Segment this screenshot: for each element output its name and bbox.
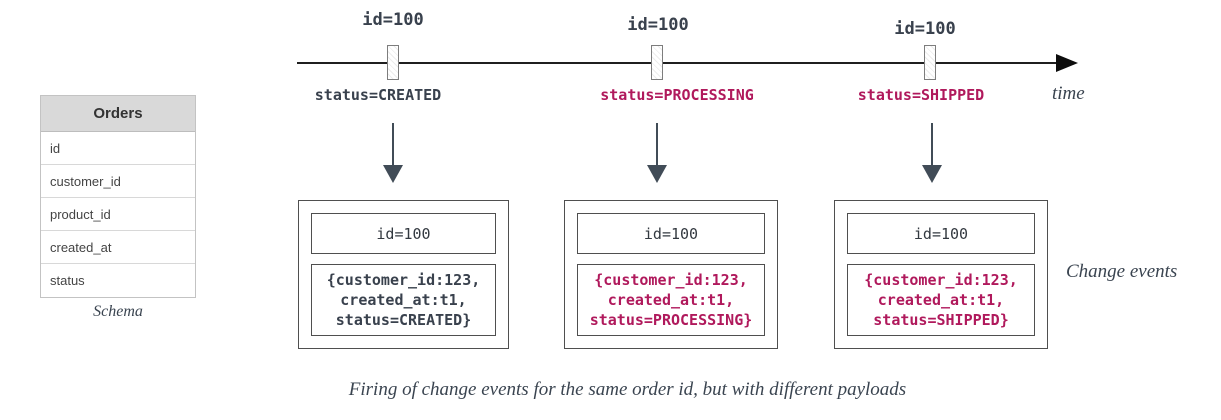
payload-line: {customer_id:123,: [326, 271, 481, 289]
down-arrow-icon-3: [922, 123, 942, 183]
change-event-card-3: id=100 {customer_id:123, created_at:t1, …: [834, 200, 1048, 349]
event-payload: {customer_id:123, created_at:t1, status=…: [311, 264, 496, 336]
table-title: Orders: [41, 96, 195, 132]
diagram-caption: Firing of change events for the same ord…: [348, 379, 907, 400]
event-payload: {customer_id:123, created_at:t1, status=…: [847, 264, 1035, 336]
table-row-product-id: product_id: [41, 198, 195, 231]
down-arrow-icon-1: [383, 123, 403, 183]
payload-line: status=SHIPPED}: [873, 311, 1009, 329]
table-row-customer-id: customer_id: [41, 165, 195, 198]
event-1-id-label: id=100: [362, 10, 424, 30]
event-2-marker: [651, 45, 663, 80]
change-events-label: Change events: [1066, 261, 1178, 282]
payload-line: {customer_id:123,: [594, 271, 748, 289]
payload-line: created_at:t1,: [877, 291, 1005, 309]
event-key: id=100: [577, 213, 765, 254]
event-payload: {customer_id:123, created_at:t1, status=…: [577, 264, 765, 336]
event-3-id-label: id=100: [894, 19, 956, 39]
table-row-id: id: [41, 132, 195, 165]
payload-line: created_at:t1,: [340, 291, 467, 309]
timeline-arrowhead-icon: [1056, 54, 1078, 72]
payload-line: status=CREATED}: [335, 311, 472, 329]
table-row-status: status: [41, 264, 195, 297]
payload-line: {customer_id:123,: [864, 271, 1018, 289]
payload-line: created_at:t1,: [607, 291, 735, 309]
table-row-created-at: created_at: [41, 231, 195, 264]
event-3-status-label: status=SHIPPED: [857, 86, 985, 104]
down-arrow-icon-2: [647, 123, 667, 183]
event-key: id=100: [847, 213, 1035, 254]
event-1-status-label: status=CREATED: [314, 86, 442, 104]
event-2-status-label: status=PROCESSING: [600, 86, 754, 104]
change-event-card-2: id=100 {customer_id:123, created_at:t1, …: [564, 200, 778, 349]
orders-schema-table: Orders id customer_id product_id created…: [40, 95, 196, 298]
event-2-id-label: id=100: [627, 15, 689, 35]
event-3-marker: [924, 45, 936, 80]
payload-line: status=PROCESSING}: [589, 311, 753, 329]
change-event-card-1: id=100 {customer_id:123, created_at:t1, …: [298, 200, 509, 349]
event-1-marker: [387, 45, 399, 80]
timeline-axis: [297, 62, 1059, 64]
schema-caption: Schema: [93, 303, 143, 320]
event-key: id=100: [311, 213, 496, 254]
time-axis-label: time: [1052, 83, 1085, 104]
